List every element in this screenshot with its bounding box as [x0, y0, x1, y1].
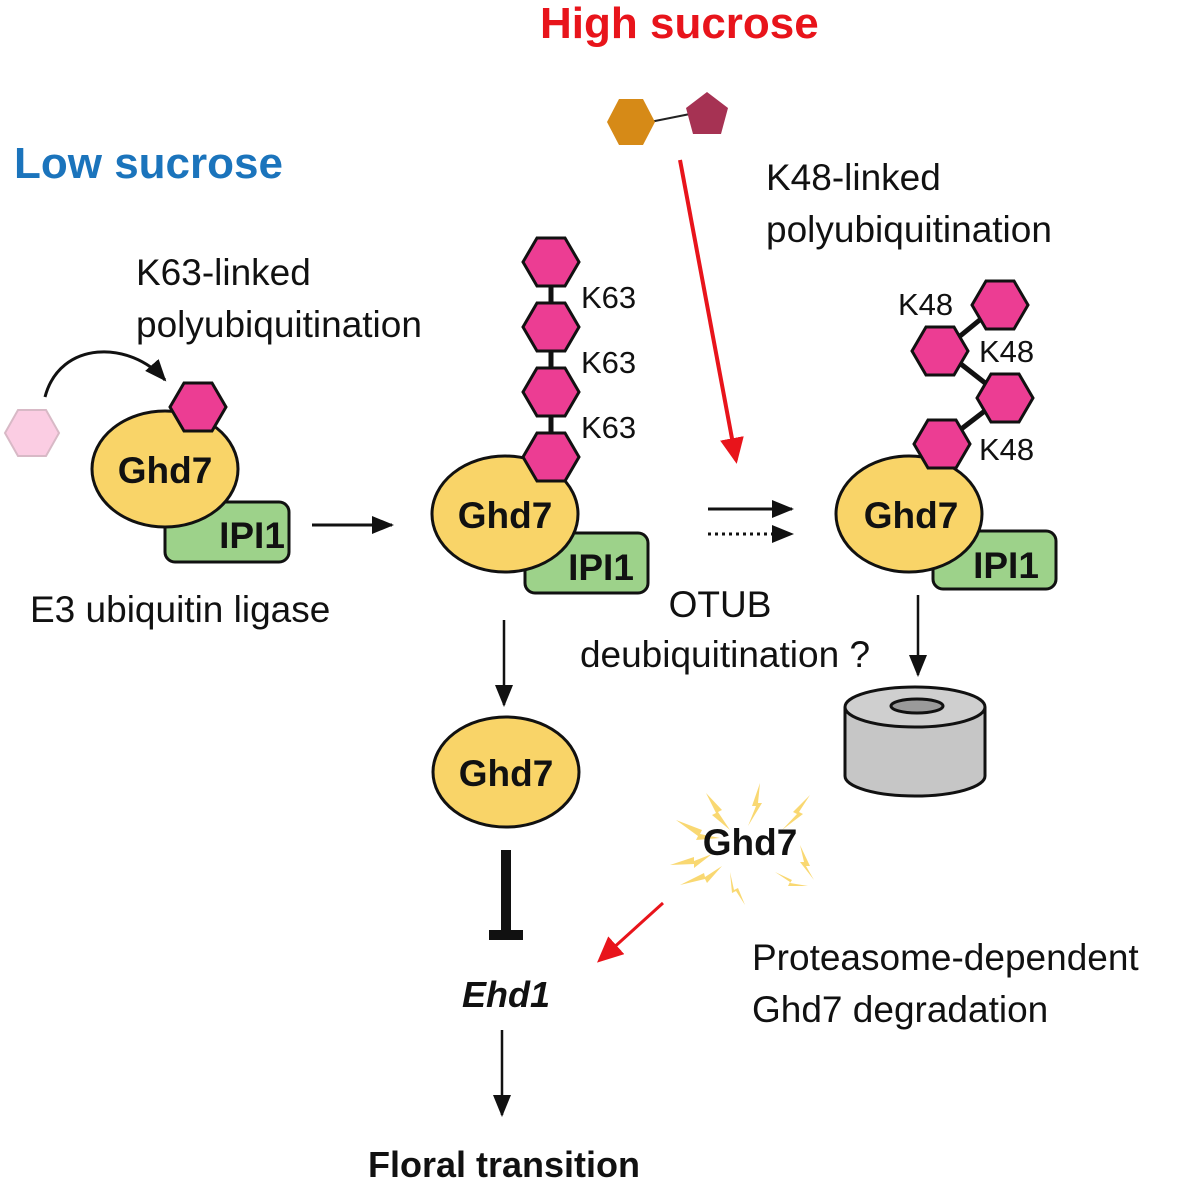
- otub-deubiquitination-label: deubiquitination ?: [580, 634, 870, 675]
- ghd7-ellipse: [834, 454, 984, 574]
- floral-transition-label: Floral transition: [368, 1144, 640, 1185]
- ghd7-ellipse: [90, 409, 240, 529]
- middle-complex: Ghd7 IPI1 K63 K63 K63: [430, 236, 650, 595]
- burst-icon: [670, 783, 814, 905]
- low-sucrose-title: Low sucrose: [14, 139, 283, 188]
- ehd1-gene-label: Ehd1: [462, 974, 550, 1015]
- k63-linkage-label: K63: [581, 345, 636, 380]
- proteasome-icon: [843, 685, 987, 798]
- proteasome-dependent-label: Proteasome-dependent: [752, 937, 1139, 978]
- k63-polyubiquitination-label: polyubiquitination: [136, 304, 422, 345]
- degraded-ghd7-label: Ghd7: [703, 822, 798, 863]
- ubiquitin-icon: [521, 301, 581, 353]
- sucrose-red-arrow: [678, 159, 744, 464]
- ipi1-label: IPI1: [219, 515, 285, 556]
- k48-linkage-label: K48: [979, 432, 1034, 467]
- ghd7-label: Ghd7: [458, 495, 553, 536]
- glucose-hexagon-icon: [607, 99, 655, 145]
- ubiquitin-icon: [912, 418, 972, 470]
- k48-polyubiquitination-label: polyubiquitination: [766, 209, 1052, 250]
- ghd7-label: Ghd7: [118, 450, 213, 491]
- right-complex: Ghd7 IPI1 K48 K48 K48: [834, 279, 1058, 591]
- ubiquitin-transfer-arrow: [43, 350, 167, 398]
- inhibition-symbol: [489, 850, 523, 940]
- otub-label: OTUB: [669, 584, 772, 625]
- ubiquitin-icon: [975, 372, 1035, 424]
- ghd7-label: Ghd7: [864, 495, 959, 536]
- ubiquitin-icon: [970, 279, 1030, 331]
- free-ghd7-label: Ghd7: [459, 753, 554, 794]
- e3-ligase-label: E3 ubiquitin ligase: [30, 589, 330, 630]
- ubiquitin-icon: [521, 431, 581, 483]
- ghd7-degradation-label: Ghd7 degradation: [752, 989, 1048, 1030]
- k48-linkage-label: K48: [979, 334, 1034, 369]
- degradation-to-ehd1-arrow: [597, 901, 665, 963]
- k48-linked-label: K48-linked: [766, 157, 941, 198]
- left-complex: Ghd7 IPI1: [90, 381, 291, 564]
- ubiquitin-icon: [521, 236, 581, 288]
- ipi1-label: IPI1: [568, 547, 634, 588]
- k63-linkage-label: K63: [581, 410, 636, 445]
- ghd7-ellipse: [430, 454, 580, 574]
- free-ghd7-ellipse: [431, 715, 581, 829]
- fructose-pentagon-icon: [686, 92, 728, 134]
- free-ubiquitin-icon: [3, 409, 61, 457]
- ipi1-label: IPI1: [973, 545, 1039, 586]
- k48-linkage-label: K48: [898, 287, 953, 322]
- ubiquitin-icon: [910, 325, 970, 377]
- sucrose-molecule-icon: [607, 92, 728, 145]
- high-sucrose-title: High sucrose: [540, 0, 819, 48]
- ubiquitin-icon: [168, 381, 228, 433]
- k63-linkage-label: K63: [581, 280, 636, 315]
- ubiquitin-icon: [521, 366, 581, 418]
- k63-linked-label: K63-linked: [136, 252, 311, 293]
